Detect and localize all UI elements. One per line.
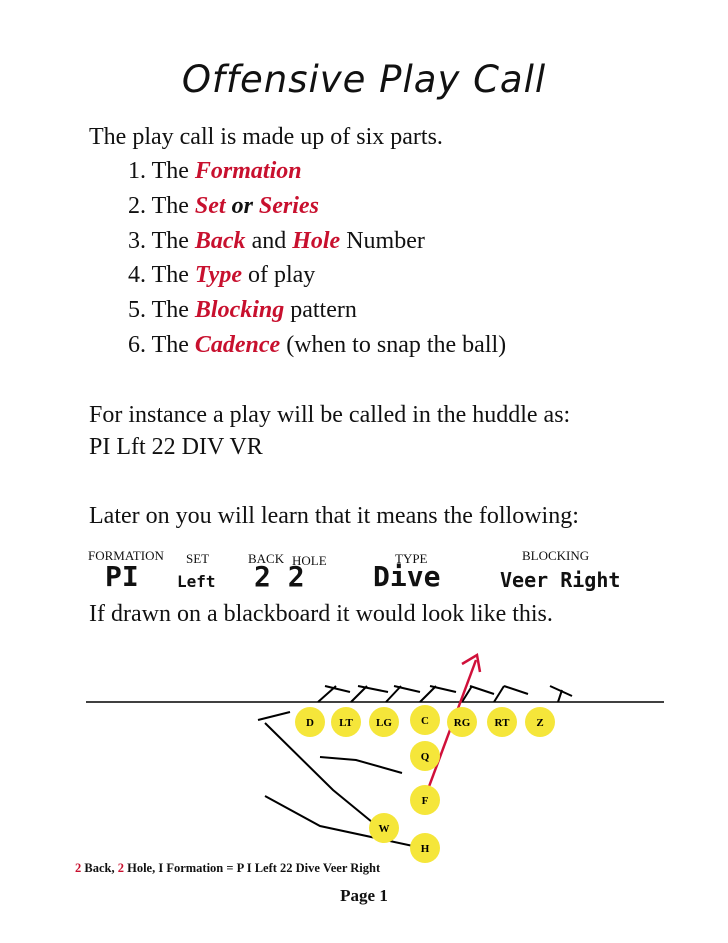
part-item: 1. The Formation — [128, 158, 302, 185]
player-w-marker — [369, 813, 399, 843]
label-type: TYPE — [395, 551, 428, 566]
player-d-label: D — [306, 717, 314, 729]
part-keyword: Back — [194, 228, 246, 254]
part-keyword: Formation — [194, 158, 302, 184]
player-q-marker — [410, 741, 440, 771]
caption-back-number: 2 — [75, 861, 82, 875]
part-number: 1. — [128, 158, 152, 184]
player-lg-label: LG — [376, 717, 392, 729]
part-keyword: Type — [194, 262, 242, 288]
player-f-marker — [410, 785, 440, 815]
player-z-label: Z — [536, 717, 543, 729]
part-connector: and — [245, 228, 293, 254]
part-prefix: The — [151, 158, 195, 184]
part-suffix: pattern — [284, 297, 357, 323]
value-blocking: Veer Right — [500, 568, 621, 592]
value-type: Dive — [373, 560, 441, 593]
part-keyword: Set — [194, 193, 226, 219]
player-lg-marker — [369, 707, 399, 737]
part-number: 4. — [128, 262, 152, 288]
part-number: 3. — [128, 228, 152, 254]
part-item: 3. The Back and Hole Number — [128, 228, 425, 255]
part-keyword-2: Series — [258, 193, 319, 219]
player-lt-marker — [331, 707, 361, 737]
page-number: Page 1 — [340, 886, 388, 905]
blackboard-text: If drawn on a blackboard it would look l… — [89, 601, 553, 627]
diagram-caption: 2 Back, 2 Hole, I Formation = P I Left 2… — [75, 861, 380, 876]
player-rt-label: RT — [495, 717, 511, 729]
part-keyword: Cadence — [194, 332, 281, 358]
instance-call: PI Lft 22 DIV VR — [89, 434, 263, 460]
player-w-label: W — [379, 823, 390, 835]
player-z-marker — [525, 707, 555, 737]
label-formation: FORMATION — [88, 548, 164, 563]
part-connector: or — [225, 193, 259, 219]
player-c-label: C — [421, 715, 429, 727]
part-suffix: of play — [241, 262, 316, 288]
part-prefix: The — [151, 332, 195, 358]
player-h-label: H — [421, 843, 430, 855]
part-item: 4. The Type of play — [128, 262, 315, 289]
value-set: Left — [177, 572, 216, 591]
part-keyword: Blocking — [194, 297, 285, 323]
intro-text: The play call is made up of six parts. — [89, 124, 443, 150]
part-item: 2. The Set or Series — [128, 193, 319, 220]
label-hole: HOLE — [292, 553, 327, 568]
part-prefix: The — [151, 228, 195, 254]
label-set: SET — [186, 551, 210, 566]
value-formation: PI — [105, 560, 139, 593]
part-suffix: (when to snap the ball) — [280, 332, 507, 358]
part-number: 2. — [128, 193, 152, 219]
caption-text-2: Hole, I Formation = P I Left 22 Dive Vee… — [123, 861, 381, 875]
page-title: Offensive Play Call — [181, 58, 547, 101]
instance-text: For instance a play will be called in th… — [89, 402, 571, 428]
later-text: Later on you will learn that it means th… — [89, 503, 579, 529]
player-lt-label: LT — [339, 717, 353, 729]
value-back-hole: 2 2 — [254, 560, 305, 593]
part-number: 6. — [128, 332, 152, 358]
part-prefix: The — [151, 297, 195, 323]
players-group: D LT LG C RG RT Z Q F W H — [295, 705, 555, 863]
player-rg-label: RG — [454, 717, 471, 729]
part-suffix: Number — [340, 228, 425, 254]
part-number: 5. — [128, 297, 152, 323]
label-back: BACK — [248, 551, 285, 566]
player-c-marker — [410, 705, 440, 735]
part-prefix: The — [151, 262, 195, 288]
part-prefix: The — [151, 193, 195, 219]
player-q-label: Q — [421, 751, 430, 763]
caption-hole-number: 2 — [117, 861, 124, 875]
player-rg-marker — [447, 707, 477, 737]
player-d-marker — [295, 707, 325, 737]
part-item: 6. The Cadence (when to snap the ball) — [128, 332, 506, 359]
part-keyword-2: Hole — [292, 228, 341, 254]
part-item: 5. The Blocking pattern — [128, 297, 357, 324]
label-blocking: BLOCKING — [522, 548, 590, 563]
player-h-marker — [410, 833, 440, 863]
player-f-label: F — [422, 795, 429, 807]
caption-text-1: Back, — [81, 861, 118, 875]
player-rt-marker — [487, 707, 517, 737]
